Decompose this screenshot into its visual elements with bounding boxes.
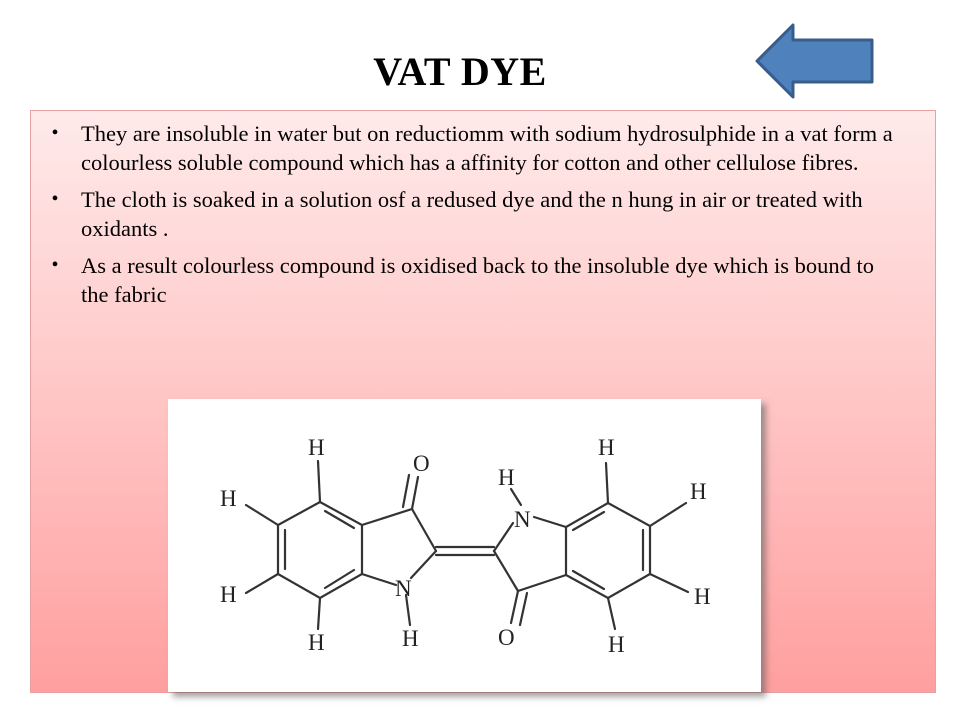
atom-label: H — [220, 582, 237, 607]
slide-title: VAT DYE — [373, 49, 547, 94]
central-double-bond — [434, 545, 496, 557]
bullet-icon: • — [51, 254, 59, 276]
bullet-list: • They are insoluble in water but on red… — [45, 119, 905, 317]
atom-label: O — [413, 451, 430, 476]
left-arrow-icon — [755, 23, 874, 99]
bullet-item: • They are insoluble in water but on red… — [45, 119, 905, 177]
atom-label: H — [220, 486, 237, 511]
atom-label: H — [694, 584, 711, 609]
bullet-icon: • — [51, 188, 59, 210]
atom-label: N — [395, 576, 412, 601]
atom-label: H — [308, 435, 325, 460]
atom-label: H — [690, 479, 707, 504]
right-pyrrole-ring — [492, 515, 568, 627]
indigo-structure-image: H H H H O N H H N O H H H H — [168, 399, 761, 692]
atom-label: H — [608, 632, 625, 657]
atom-label: H — [402, 626, 419, 651]
left-benzene-ring — [276, 500, 364, 600]
atom-label: N — [514, 507, 531, 532]
bullet-icon: • — [51, 122, 59, 144]
bullet-text: The cloth is soaked in a solution osf a … — [81, 187, 863, 241]
right-benzene-ring — [564, 501, 652, 600]
atom-label: H — [498, 465, 515, 490]
atom-label: H — [308, 630, 325, 655]
left-pyrrole-ring — [360, 473, 438, 587]
atom-label: O — [498, 625, 515, 650]
back-arrow-button[interactable] — [754, 22, 876, 100]
molecule-diagram: H H H H O N H H N O H H H H — [220, 435, 711, 657]
hydrogen-bonds — [244, 459, 690, 631]
bullet-item: • As a result colourless compound is oxi… — [45, 251, 905, 309]
bullet-text: As a result colourless compound is oxidi… — [81, 253, 875, 307]
bullet-text: They are insoluble in water but on reduc… — [81, 121, 893, 175]
bullet-item: • The cloth is soaked in a solution osf … — [45, 185, 905, 243]
atom-label: H — [598, 435, 615, 460]
content-box: • They are insoluble in water but on red… — [30, 110, 936, 693]
